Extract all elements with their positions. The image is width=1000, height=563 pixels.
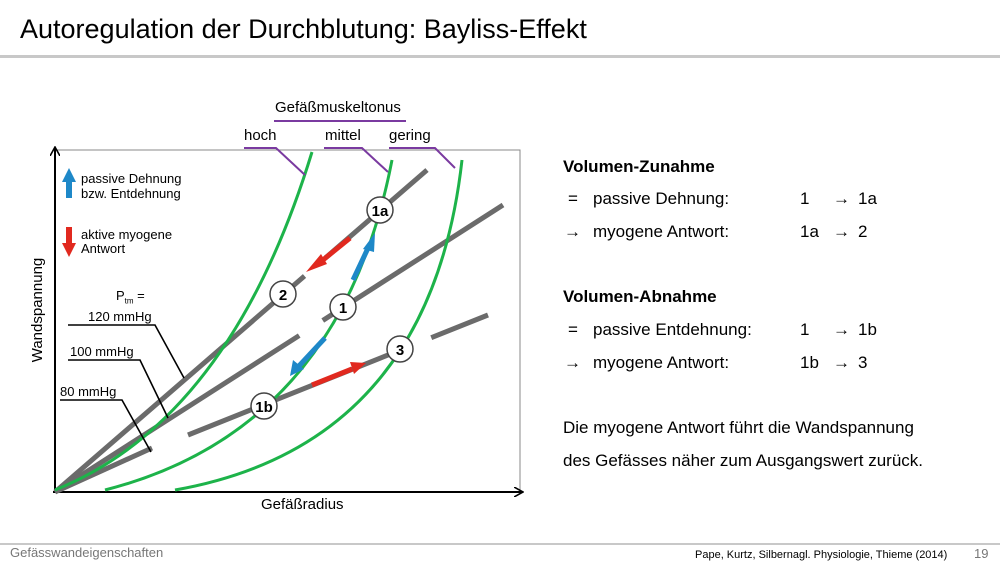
increase-row-1-label: passive Dehnung: xyxy=(593,189,730,208)
volume-increase-title: Volumen-Zunahme xyxy=(563,157,715,176)
legend-passive-line2: bzw. Entdehnung xyxy=(81,186,181,201)
y-axis-label: Wandspannung xyxy=(29,258,46,363)
callout-mittel xyxy=(324,147,389,173)
callout-gering xyxy=(389,147,456,169)
increase-row-1-arrow: → xyxy=(833,189,850,208)
point-1a-marker: 1a xyxy=(366,196,394,224)
point-3-label: 3 xyxy=(396,342,404,359)
increase-row-2-label: myogene Antwort: xyxy=(593,222,730,241)
pressure-120-label: 120 mmHg xyxy=(88,309,152,324)
increase-row-2-symbol: → xyxy=(564,222,581,241)
decrease-row-1-arrow: → xyxy=(833,320,850,339)
point-1-label: 1 xyxy=(339,300,347,317)
decrease-row-1-label: passive Entdehnung: xyxy=(593,320,752,339)
pressure-100-label: 100 mmHg xyxy=(70,344,134,359)
tone-curve-gering xyxy=(174,159,464,492)
decrease-row-1-symbol: = xyxy=(568,320,578,339)
footer-divider xyxy=(0,543,1000,545)
arrow-1a-to-2 xyxy=(306,236,352,272)
decrease-row-2-label: myogene Antwort: xyxy=(593,353,730,372)
point-1-marker: 1 xyxy=(329,293,357,321)
increase-row-1-to: 1a xyxy=(858,189,877,208)
tone-gering-label: gering xyxy=(389,127,431,144)
legend-active-line1: aktive myogene xyxy=(81,227,173,242)
decrease-row-2-from: 1b xyxy=(800,353,819,372)
pressure-line-120 xyxy=(53,168,429,494)
callout-hoch xyxy=(244,147,306,176)
increase-row-2-to: 2 xyxy=(858,222,868,241)
point-2-label: 2 xyxy=(279,287,287,304)
increase-row-2-arrow: → xyxy=(833,222,850,241)
tone-curve-hoch xyxy=(54,151,314,492)
leader-80 xyxy=(60,399,152,453)
page-number: 19 xyxy=(974,546,989,561)
legend-active-arrow xyxy=(62,227,76,257)
footer-section: Gefässwandeigenschaften xyxy=(10,545,164,560)
increase-row-1-from: 1 xyxy=(800,189,810,208)
tone-curve-mittel xyxy=(104,159,394,492)
arrow-1-to-1a xyxy=(350,233,375,282)
decrease-row-1-to: 1b xyxy=(858,320,877,339)
ptm-label: Ptm = xyxy=(116,288,145,306)
title-divider xyxy=(0,55,1000,58)
leader-100 xyxy=(68,359,169,419)
point-1a-label: 1a xyxy=(372,203,389,220)
legend-active-line2: Antwort xyxy=(81,241,126,256)
slide-title: Autoregulation der Durchblutung: Bayliss… xyxy=(20,14,587,44)
conclusion-line-2: des Gefässes näher zum Ausgangswert zurü… xyxy=(563,451,924,470)
volume-decrease-title: Volumen-Abnahme xyxy=(563,287,717,306)
leader-120 xyxy=(68,324,185,379)
decrease-row-1-from: 1 xyxy=(800,320,810,339)
decrease-row-2-to: 3 xyxy=(858,353,868,372)
point-1b-marker: 1b xyxy=(250,392,278,420)
arrow-1b-to-3 xyxy=(311,362,366,388)
decrease-row-2-symbol: → xyxy=(564,353,581,372)
tone-hoch-label: hoch xyxy=(244,127,277,144)
plot-frame xyxy=(55,149,521,490)
pressure-80-label: 80 mmHg xyxy=(60,384,117,399)
arrow-1-to-1b xyxy=(290,336,327,376)
decrease-row-2-arrow: → xyxy=(833,353,850,372)
increase-row-1-symbol: = xyxy=(568,189,578,208)
x-axis-label: Gefäßradius xyxy=(261,496,344,513)
increase-row-2-from: 1a xyxy=(800,222,819,241)
point-2-marker: 2 xyxy=(269,280,297,308)
tone-mittel-label: mittel xyxy=(325,127,361,144)
point-1b-label: 1b xyxy=(255,399,273,416)
conclusion-line-1: Die myogene Antwort führt die Wandspannu… xyxy=(563,418,914,437)
pressure-line-100 xyxy=(53,202,505,495)
legend-passive-arrow xyxy=(62,168,76,198)
legend-passive-line1: passive Dehnung xyxy=(81,171,182,186)
footer-citation: Pape, Kurtz, Silbernagl. Physiologie, Th… xyxy=(695,549,948,561)
point-3-marker: 3 xyxy=(386,335,414,363)
tone-header: Gefäßmuskeltonus xyxy=(275,99,401,116)
